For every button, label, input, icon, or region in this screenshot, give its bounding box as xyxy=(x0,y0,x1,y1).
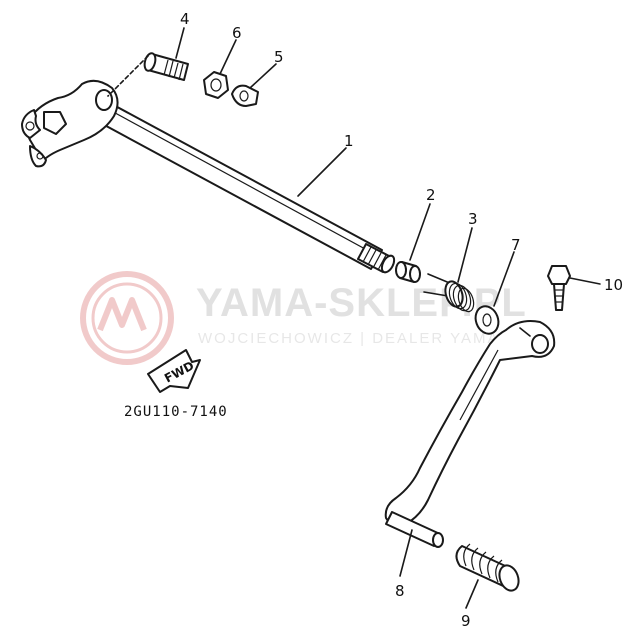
nut xyxy=(203,71,229,99)
watermark-subtitle: WOJCIECHOWICZ | DEALER YAMAHA xyxy=(198,330,524,347)
callout-4: 4 xyxy=(180,10,190,28)
callouts: 1 2 3 4 5 6 7 8 9 10 xyxy=(180,10,623,630)
pedal-peg-shaft xyxy=(385,511,444,548)
callout-3: 3 xyxy=(468,210,478,228)
watermark-logo xyxy=(80,271,174,365)
callout-1: 1 xyxy=(344,132,354,150)
callout-9: 9 xyxy=(461,612,471,630)
washer xyxy=(474,305,500,335)
pedal-rubber xyxy=(455,543,520,592)
callout-8: 8 xyxy=(395,582,405,600)
callout-5: 5 xyxy=(274,48,284,66)
callout-7: 7 xyxy=(511,236,521,254)
torsion-spring xyxy=(423,273,475,313)
shift-arm xyxy=(21,79,119,168)
shift-pedal xyxy=(384,320,556,527)
collar xyxy=(395,261,421,283)
stud-bolt xyxy=(107,52,189,97)
bolt xyxy=(547,265,571,311)
forward-arrow: FWD xyxy=(147,349,201,393)
lock-washer xyxy=(231,84,259,107)
callout-10: 10 xyxy=(604,276,623,294)
shift-shaft xyxy=(96,101,396,274)
callout-2: 2 xyxy=(426,186,436,204)
leader-lines xyxy=(175,27,601,609)
callout-6: 6 xyxy=(232,24,242,42)
drawing-code: 2GU110-7140 xyxy=(124,404,228,420)
